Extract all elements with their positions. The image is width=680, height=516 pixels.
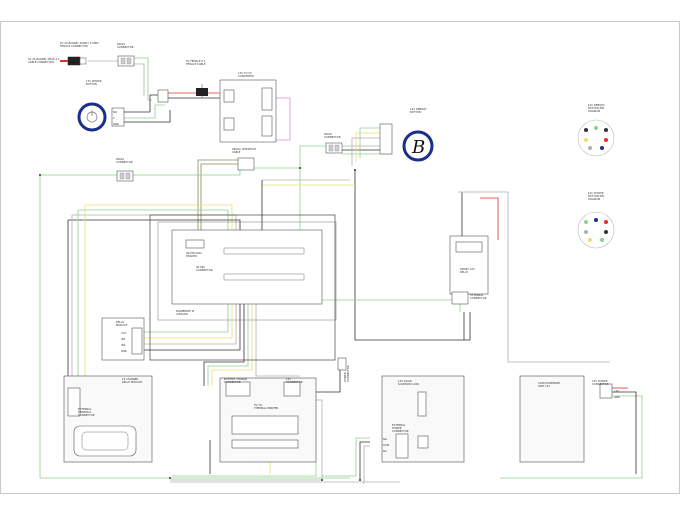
power-row-2: C: [113, 116, 115, 120]
power-row-1: NO: [113, 110, 117, 114]
dispenser-row-2: GND: [614, 395, 620, 399]
power-row-3: GND: [113, 122, 119, 126]
lock-conn-label: POWERCONNECTOR: [343, 365, 350, 382]
relay-row-3: IN2: [121, 343, 126, 347]
dispenser-row-1: 12V: [614, 389, 619, 393]
gpio-pins: [223, 247, 305, 281]
relay-row-2: IN1: [121, 337, 126, 341]
junction-dots: [39, 167, 361, 481]
door-row-1: NO: [383, 437, 387, 441]
lock-connector: POWERCONNECTOR: [337, 357, 350, 382]
reboot-logo-icon: B: [411, 137, 425, 158]
relay-row-4: GND: [121, 349, 127, 353]
door-row-2: COM: [383, 443, 389, 447]
relay-row-1: VCC: [121, 331, 127, 335]
door-row-3: NC: [383, 449, 387, 453]
